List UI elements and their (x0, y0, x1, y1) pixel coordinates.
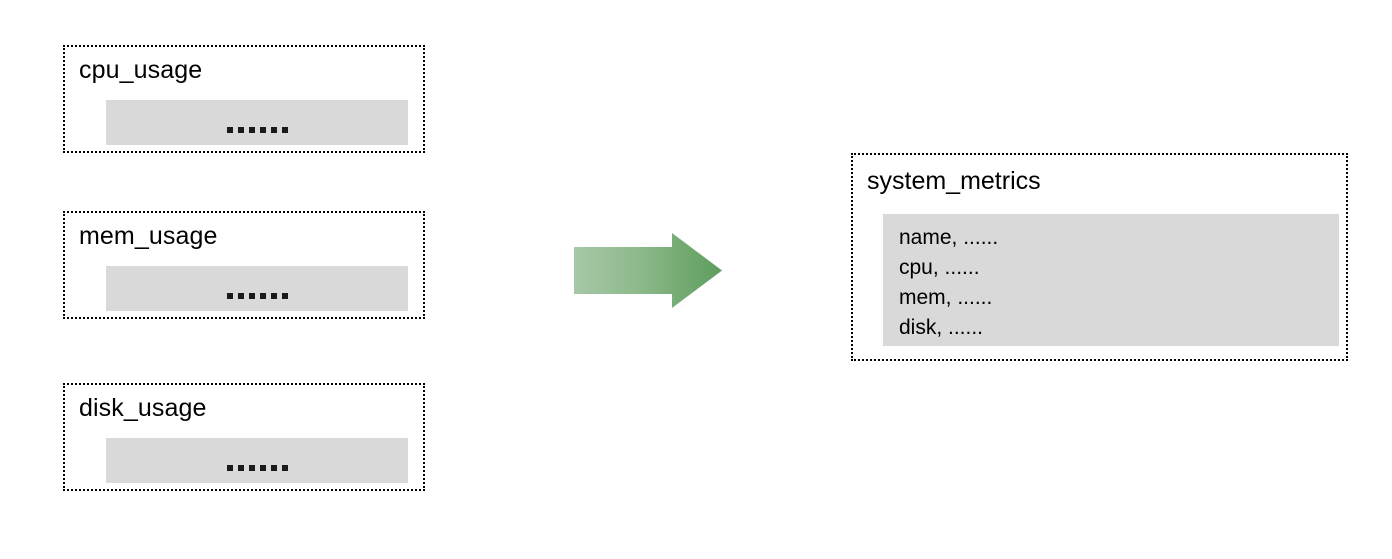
ellipsis-icon (226, 292, 288, 299)
field-row: cpu, ...... (899, 256, 980, 279)
field-row: mem, ...... (899, 286, 993, 309)
source-entity-disk-usage[interactable]: disk_usage ...... (63, 383, 425, 491)
ellipsis-icon (226, 464, 288, 471)
source-entity-mem-usage[interactable]: mem_usage ...... (63, 211, 425, 319)
source-entity-title: cpu_usage (79, 56, 203, 84)
ellipsis-icon (226, 126, 288, 133)
source-entity-title: mem_usage (79, 222, 218, 250)
field-row: disk, ...... (899, 316, 984, 339)
field-row: name, ...... (899, 226, 999, 249)
source-entity-body-panel: ...... (106, 438, 408, 483)
source-entity-body-panel: ...... (106, 266, 408, 311)
source-entity-cpu-usage[interactable]: cpu_usage ...... (63, 45, 425, 153)
right-arrow-icon (574, 233, 722, 308)
target-entity-title: system_metrics (867, 167, 1041, 195)
target-entity-system-metrics[interactable]: system_metrics name, ...... cpu, ...... … (851, 153, 1348, 361)
source-entity-title: disk_usage (79, 394, 207, 422)
source-entity-body-panel: ...... (106, 100, 408, 145)
target-entity-field-panel: name, ...... cpu, ...... mem, ...... dis… (883, 214, 1339, 346)
